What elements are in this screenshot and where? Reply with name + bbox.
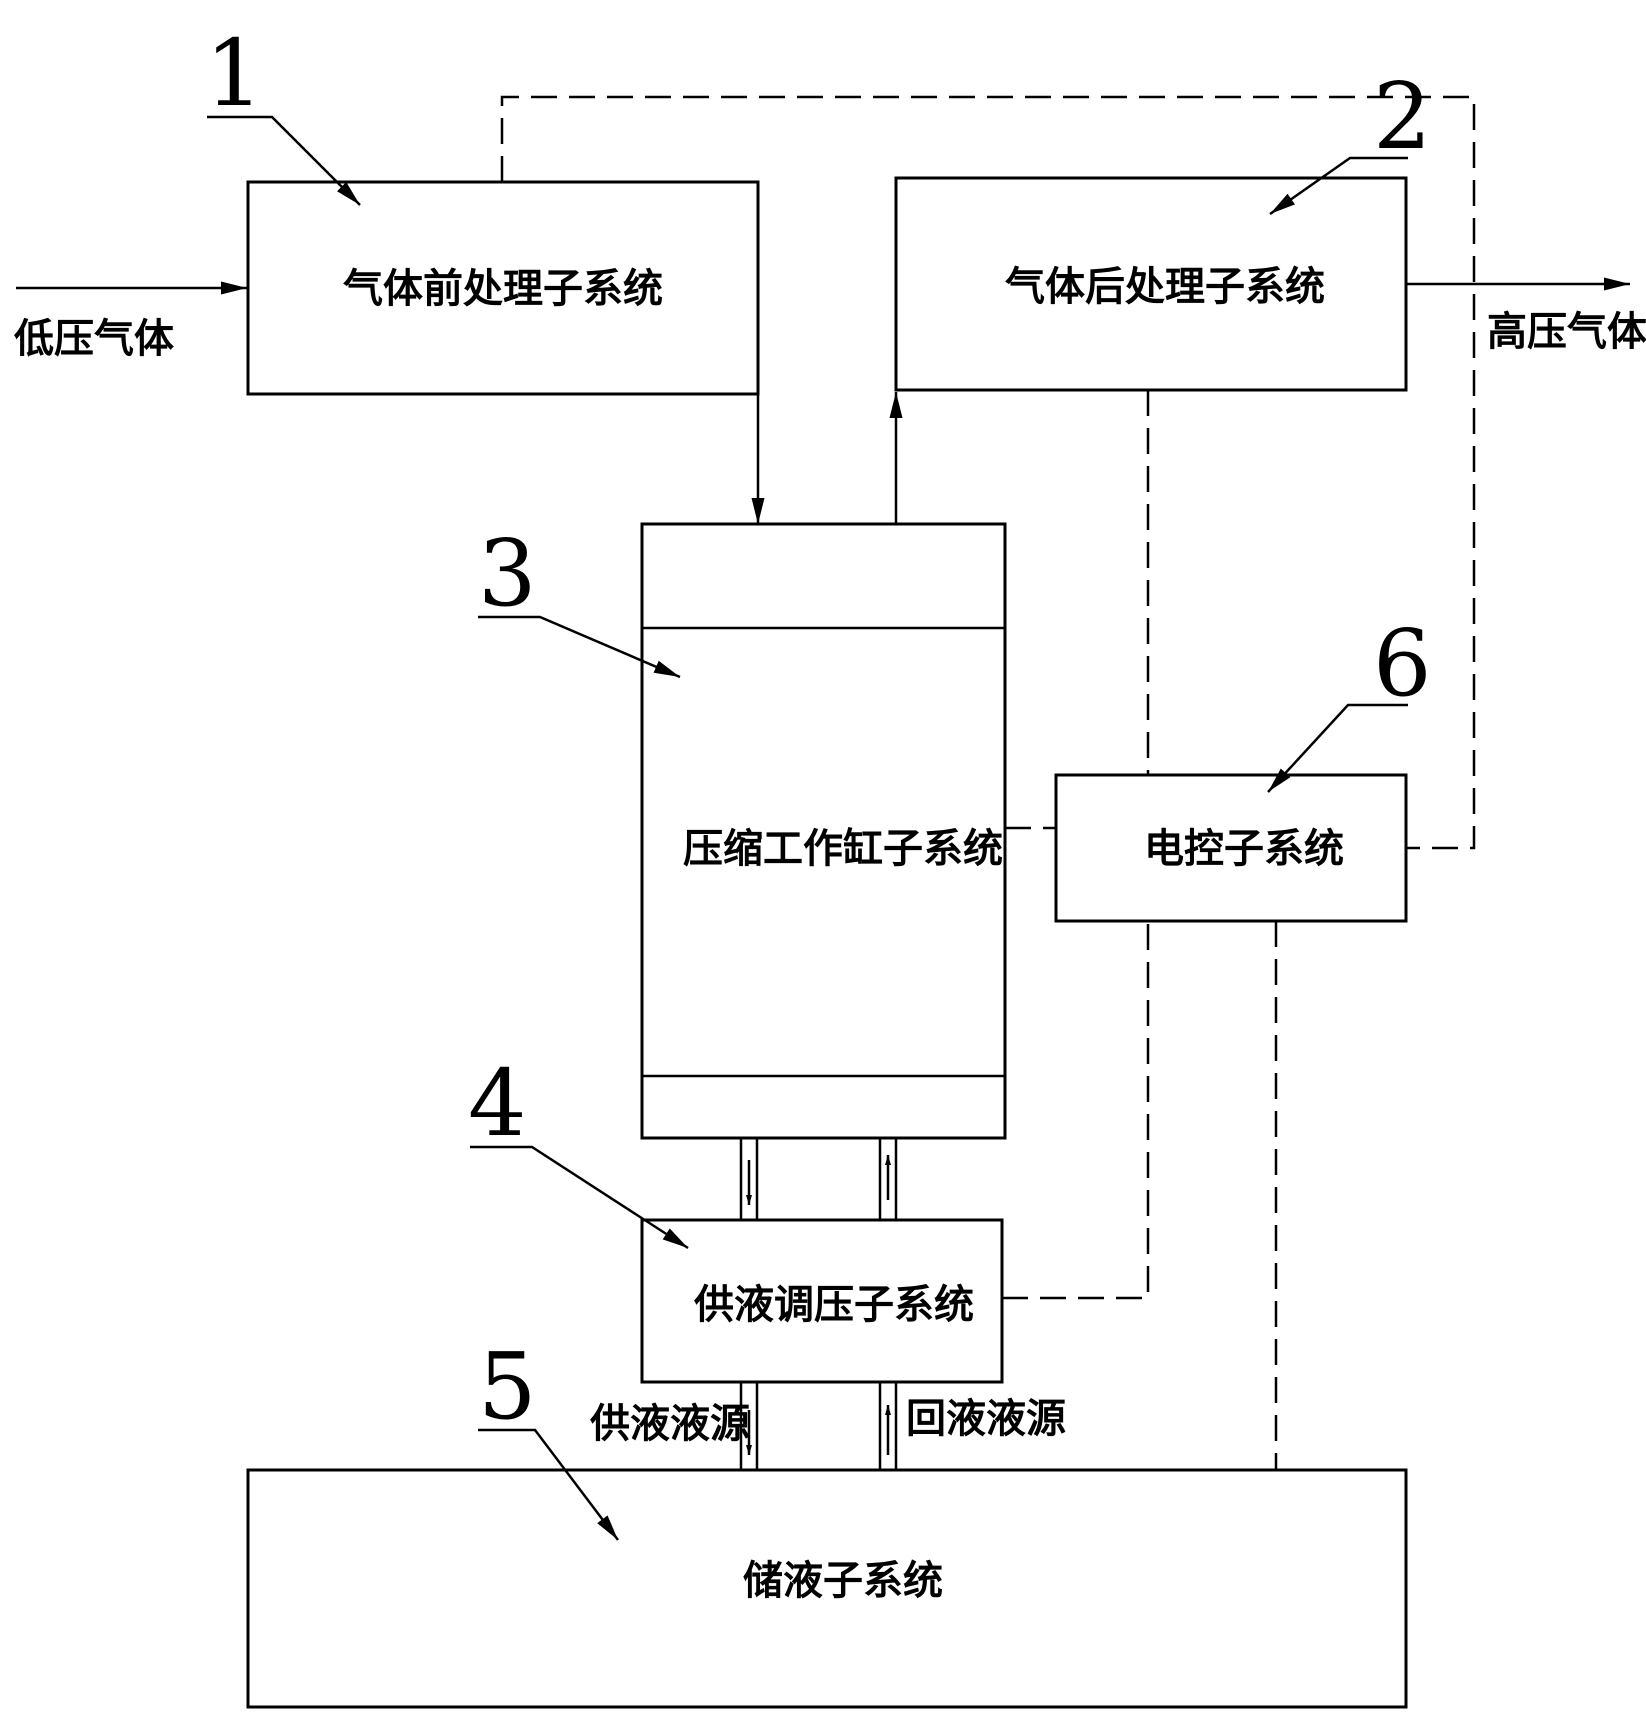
gas-postprocessing-label: 气体后处理子系统: [1005, 264, 1325, 310]
leader-6: [1267, 703, 1408, 793]
compression-cylinder-label: 压缩工作缸子系统: [683, 826, 1003, 872]
ref-number-2: 2: [1373, 63, 1432, 170]
liquid-storage-label: 储液子系统: [743, 1558, 943, 1604]
leader-1: [207, 115, 361, 206]
liquid-return-source-label: 回液液源: [906, 1396, 1066, 1442]
ref-number-3: 3: [478, 520, 537, 627]
leader-2: [1269, 156, 1408, 216]
gas-preprocessing-label: 气体前处理子系统: [343, 266, 663, 312]
liquid-supply-source-label: 供液液源: [590, 1401, 750, 1447]
low-pressure-gas-label: 低压气体: [14, 316, 174, 362]
control-line-preprocessing: [500, 95, 1476, 850]
ref-number-4: 4: [468, 1050, 527, 1157]
gas-postprocessing-box: [894, 176, 1408, 392]
leader-3: [478, 615, 681, 679]
control-line-supply-pressure: [1002, 921, 1150, 1300]
liquid-supply-pressure-label: 供液调压子系统: [694, 1282, 974, 1328]
leader-4: [470, 1145, 689, 1250]
ref-number-6: 6: [1373, 610, 1432, 717]
liquid-storage-box: [246, 1468, 1408, 1709]
leader-5: [478, 1428, 619, 1541]
ref-number-5: 5: [478, 1333, 537, 1440]
liquid-supply-pressure-box: [640, 1218, 1004, 1384]
ref-number-1: 1: [205, 20, 264, 127]
high-pressure-gas-label: 高压气体: [1487, 309, 1646, 355]
compression-cylinder-box: [640, 522, 1007, 1140]
electric-control-label: 电控子系统: [1144, 826, 1344, 872]
